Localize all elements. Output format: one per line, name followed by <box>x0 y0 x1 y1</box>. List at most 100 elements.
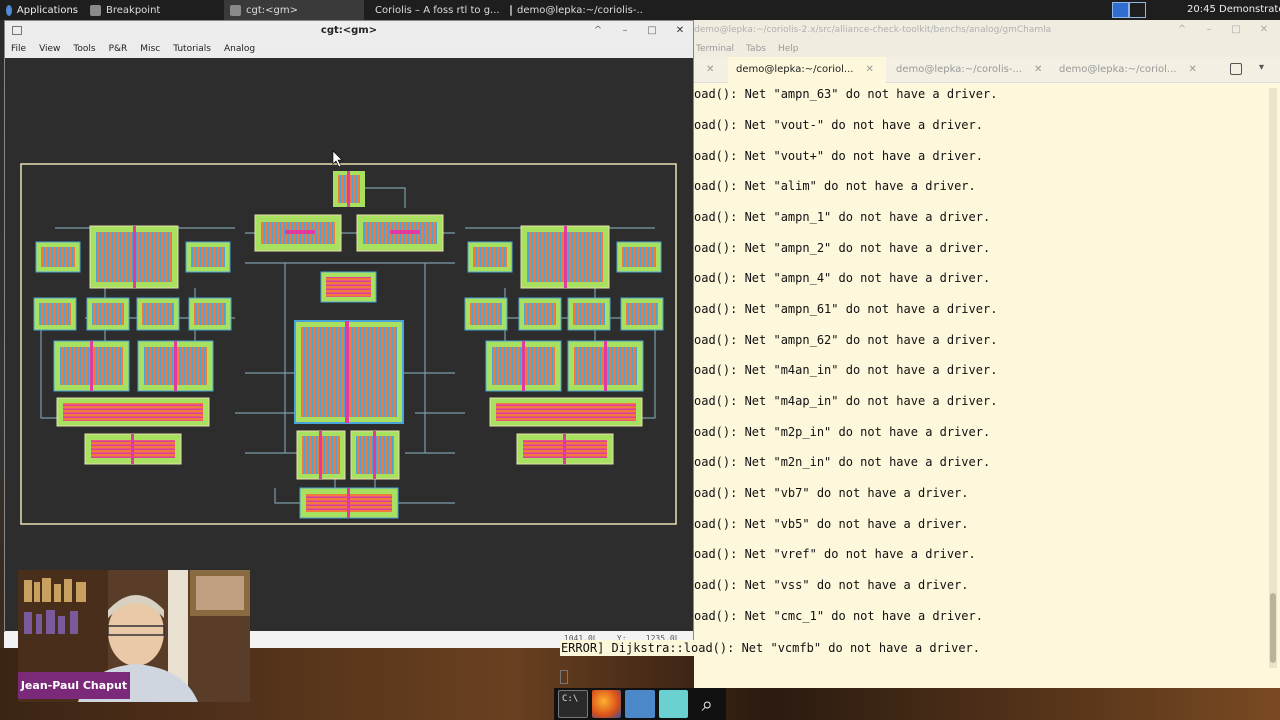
menu-pnr[interactable]: P&R <box>108 44 128 54</box>
maximize-icon[interactable]: □ <box>1231 24 1241 35</box>
tab-close-icon[interactable]: ✕ <box>1188 63 1197 75</box>
terminal-line: oad(): Net "m4ap_in" do not have a drive… <box>694 394 998 408</box>
app-icon[interactable] <box>658 690 689 718</box>
clock[interactable]: 20:45 Demonstrator <box>1187 4 1280 15</box>
terminal-line: oad(): Net "ampn_1" do not have a driver… <box>694 210 991 224</box>
terminal-scrollbar[interactable] <box>1269 88 1277 668</box>
transistor-mid-small <box>320 271 377 303</box>
taskbar-item-label: demo@lepka:~/coriolis-... <box>517 4 644 16</box>
terminal-line: oad(): Net "alim" do not have a driver. <box>694 179 976 193</box>
window-title: demo@lepka:~/coriolis-2.x/src/alliance-c… <box>694 25 1052 35</box>
close-icon[interactable]: ✕ <box>706 63 715 75</box>
terminal-line: oad(): Net "vss" do not have a driver. <box>694 578 969 592</box>
terminal-line: oad(): Net "ampn_4" do not have a driver… <box>694 271 991 285</box>
terminal-tabbar: ✕ demo@lepka:~/coriol... ✕ demo@lepka:~/c… <box>694 56 1280 83</box>
terminal-line: oad(): Net "m2p_in" do not have a driver… <box>694 425 991 439</box>
window-title: cgt:<gm> <box>320 25 378 36</box>
taskbar-item-browser[interactable]: Coriolis – A foss rtl to g... <box>364 0 504 20</box>
right-cluster <box>464 225 664 465</box>
terminal-icon <box>510 4 512 16</box>
close-icon[interactable]: ✕ <box>1259 24 1269 35</box>
terminal-line: oad(): Net "m4an_in" do not have a drive… <box>694 363 998 377</box>
menu-tools[interactable]: Tools <box>73 44 96 54</box>
menu-misc[interactable]: Misc <box>140 44 161 54</box>
terminal-line: oad(): Net "ampn_2" do not have a driver… <box>694 241 991 255</box>
terminal-line: oad(): Net "ampn_61" do not have a drive… <box>694 302 998 316</box>
terminal-line: [ERROR] Dijkstra::load(): Net "vcmfb" do… <box>560 641 980 655</box>
terminal-icon[interactable]: C:\ <box>558 690 588 718</box>
maximize-icon[interactable]: □ <box>647 25 657 36</box>
layout-drawing[interactable] <box>5 58 693 631</box>
taskbar-item-label: Breakpoint <box>106 4 161 16</box>
window-icon <box>230 4 241 16</box>
menu-terminal[interactable]: Terminal <box>696 43 735 54</box>
keep-above-icon[interactable]: ^ <box>593 25 603 36</box>
terminal-tab[interactable]: demo@lepka:~/coriol...✕ <box>1051 57 1211 83</box>
workspace-switcher[interactable] <box>1112 2 1146 18</box>
terminal-tab[interactable]: demo@lepka:~/corolis-... ✕ <box>888 57 1051 83</box>
terminal-menubar: Terminal Tabs Help <box>694 40 1280 57</box>
transistor-pair-upper <box>254 214 444 252</box>
terminal-window: demo@lepka:~/coriolis-2.x/src/alliance-c… <box>694 20 1280 688</box>
terminal-cursor <box>560 670 568 684</box>
x-value: 1041.0L <box>563 634 598 643</box>
firefox-icon[interactable] <box>591 690 622 718</box>
cgt-statusbar-strip <box>4 632 18 648</box>
dock: C:\ ⌕ <box>554 688 726 720</box>
terminal-line: oad(): Net "vb5" do not have a driver. <box>694 517 969 531</box>
distro-logo-icon <box>6 4 12 16</box>
tab-list-icon[interactable]: ▾ <box>1259 62 1265 73</box>
abutment-box <box>20 163 677 525</box>
cgt-titlebar[interactable]: cgt:<gm> ^ – □ ✕ <box>5 21 693 41</box>
close-icon[interactable]: ✕ <box>675 25 685 36</box>
taskbar-item-terminal[interactable]: demo@lepka:~/coriolis-... <box>504 0 644 20</box>
tab-close-icon[interactable]: ✕ <box>865 63 874 75</box>
window-menu-icon[interactable] <box>12 26 22 35</box>
presenter-name-tag: Jean-Paul Chaput <box>18 672 130 699</box>
menu-tabs[interactable]: Tabs <box>746 43 766 54</box>
terminal-line: oad(): Net "vout-" do not have a driver. <box>694 118 983 132</box>
taskbar-item-cgt[interactable]: cgt:<gm> <box>224 0 364 20</box>
taskbar-item-label: cgt:<gm> <box>246 4 298 16</box>
menu-help[interactable]: Help <box>777 43 799 54</box>
menu-view[interactable]: View <box>39 44 61 54</box>
menu-tutorials[interactable]: Tutorials <box>173 44 211 54</box>
tab-overflow[interactable]: ✕ <box>694 57 728 83</box>
files-icon[interactable] <box>625 690 655 718</box>
new-tab-icon[interactable] <box>1230 63 1242 75</box>
scrollbar-thumb[interactable] <box>1270 593 1276 663</box>
minimize-icon[interactable]: – <box>622 25 628 36</box>
workspace-2[interactable] <box>1129 2 1146 18</box>
terminal-line: oad(): Net "vout+" do not have a driver. <box>694 149 983 163</box>
terminal-line: oad(): Net "ampn_62" do not have a drive… <box>694 333 998 347</box>
applications-label: Applications <box>16 4 78 16</box>
keep-above-icon[interactable]: ^ <box>1177 24 1187 35</box>
left-cluster <box>33 225 232 465</box>
terminal-line: oad(): Net "cmc_1" do not have a driver. <box>694 609 983 623</box>
taskbar-item-breakpoint[interactable]: Breakpoint <box>84 0 224 20</box>
transistor-top <box>333 171 365 207</box>
menu-analog[interactable]: Analog <box>223 44 256 54</box>
terminal-line: oad(): Net "m2n_in" do not have a driver… <box>694 455 991 469</box>
top-panel: Applications Breakpoint cgt:<gm> Corioli… <box>0 0 1280 20</box>
transistor-pair-lower <box>296 430 400 480</box>
terminal-line: oad(): Net "vb7" do not have a driver. <box>694 486 969 500</box>
transistor-bottom <box>299 487 399 519</box>
cgt-statusbar-strip <box>250 632 560 648</box>
window-icon <box>90 4 101 16</box>
tab-label: demo@lepka:~/corolis-... <box>896 63 1023 75</box>
terminal-titlebar[interactable]: demo@lepka:~/coriolis-2.x/src/alliance-c… <box>694 20 1280 40</box>
tab-close-icon[interactable]: ✕ <box>1034 63 1043 75</box>
terminal-tab[interactable]: demo@lepka:~/coriol... ✕ <box>728 56 886 83</box>
layout-canvas[interactable] <box>5 58 693 631</box>
tab-label: demo@lepka:~/coriol... <box>736 63 854 75</box>
menu-file[interactable]: File <box>11 44 27 54</box>
minimize-icon[interactable]: – <box>1206 24 1212 35</box>
mouse-cursor-icon <box>332 150 343 168</box>
transistor-central-large <box>294 320 404 424</box>
terminal-line: oad(): Net "ampn_63" do not have a drive… <box>694 87 998 101</box>
workspace-1[interactable] <box>1112 2 1129 18</box>
y-label: Y: <box>616 634 627 643</box>
applications-menu[interactable]: Applications <box>0 0 84 20</box>
search-icon[interactable]: ⌕ <box>692 690 722 718</box>
